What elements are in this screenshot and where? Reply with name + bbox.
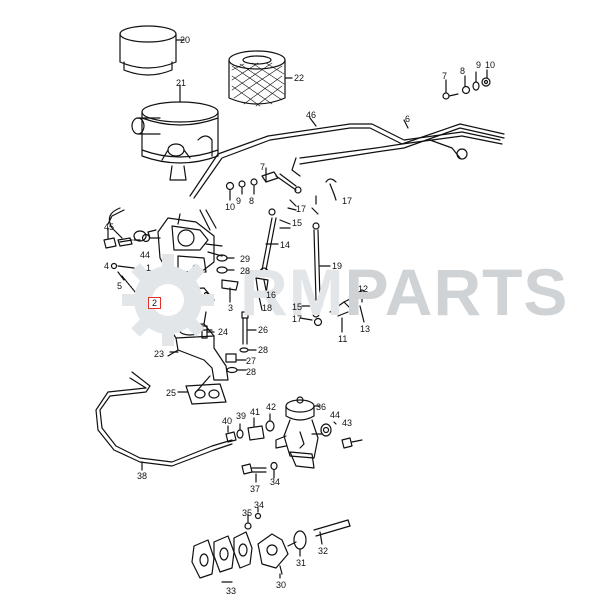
callout-40: 40 [222, 416, 233, 426]
pump-fasteners-part [320, 421, 363, 449]
callout-41: 41 [250, 407, 261, 417]
callout-13: 13 [360, 324, 371, 334]
callout-7: 7 [442, 71, 448, 81]
callout-29: 29 [240, 254, 251, 264]
spacer-fasteners-part [244, 507, 262, 530]
fuel-line-part [95, 371, 233, 471]
callout-28b: 28 [258, 345, 269, 355]
callout-6: 6 [405, 114, 411, 124]
callout-37: 37 [250, 484, 261, 494]
callout-39: 39 [236, 411, 247, 421]
callout-1: 1 [146, 263, 152, 273]
callout-18: 18 [262, 303, 273, 313]
air-cleaner-housing-part [131, 84, 219, 181]
top-right-fasteners-part [442, 69, 491, 100]
callout-4: 4 [104, 261, 110, 271]
manifold-gasket-part [177, 383, 227, 405]
callout-42: 42 [266, 402, 277, 412]
callout-9b: 9 [236, 196, 242, 206]
callout-34b: 34 [254, 500, 265, 510]
callout-12: 12 [358, 284, 369, 294]
callout-10b: 10 [225, 202, 236, 212]
pump-stud-part [241, 461, 278, 483]
callout-19: 19 [332, 261, 343, 271]
callout-30: 30 [276, 580, 287, 590]
callout-44: 44 [140, 250, 151, 260]
mounting-bolt-part [225, 311, 257, 374]
callout-33: 33 [226, 586, 237, 596]
callout-27: 27 [246, 356, 257, 366]
callout-38: 38 [137, 471, 148, 481]
callout-35: 35 [242, 508, 253, 518]
watermark-brand-b: PARTS [344, 255, 569, 329]
callout-15b: 15 [292, 302, 303, 312]
callout-5: 5 [117, 281, 123, 291]
watermark-brand-a: RM [240, 255, 345, 329]
callout-23: 23 [154, 349, 165, 359]
callout-3: 3 [228, 303, 234, 313]
lever-linkage-part [329, 289, 365, 333]
pump-gaskets-part [191, 531, 253, 583]
connecting-rod-part [259, 208, 291, 277]
callout-11: 11 [338, 334, 348, 344]
carburetor-jet-part [103, 227, 151, 249]
callout-22: 22 [294, 73, 305, 83]
callout-9a: 9 [476, 60, 482, 70]
callout-32: 32 [318, 546, 329, 556]
callout-17c: 17 [292, 314, 303, 324]
fuel-pump-part [275, 396, 323, 469]
fuel-fitting-part [225, 413, 275, 443]
carb-small-parts [216, 254, 269, 311]
throttle-rod-part [189, 117, 505, 199]
callout-7b: 7 [260, 162, 266, 172]
callout-21: 21 [176, 78, 187, 88]
callout-28a: 28 [240, 266, 251, 276]
callout-46: 46 [306, 110, 317, 120]
callout-45: 45 [104, 222, 115, 232]
pump-intermediate-flange-part [257, 519, 351, 579]
accelerator-rod-part [299, 222, 331, 327]
callout-20: 20 [180, 35, 191, 45]
callout-8a: 8 [460, 66, 466, 76]
filter-element-part [228, 50, 293, 107]
callout-34a: 34 [270, 477, 281, 487]
linkage-fasteners-part [225, 167, 337, 215]
callout-2-highlighted[interactable]: 2 [148, 297, 162, 309]
callout-24: 24 [218, 327, 229, 337]
callout-44b: 44 [330, 410, 341, 420]
air-filter-cap-part [119, 25, 185, 76]
callout-43: 43 [342, 418, 353, 428]
callout-26: 26 [258, 325, 269, 335]
callout-16: 16 [266, 290, 277, 300]
callout-17a: 17 [342, 196, 353, 206]
watermark-logo: RMPARTS [240, 254, 568, 330]
callout-25: 25 [166, 388, 177, 398]
callout-15a: 15 [292, 218, 303, 228]
callout-8b: 8 [249, 196, 255, 206]
gear-watermark-icon [122, 254, 214, 346]
callout-17b: 17 [296, 204, 307, 214]
manifold-stud-part [201, 325, 215, 339]
callout-36: 36 [316, 402, 327, 412]
callout-31: 31 [296, 558, 307, 568]
callout-28c: 28 [246, 367, 257, 377]
callout-14: 14 [280, 240, 291, 250]
callout-10a: 10 [485, 60, 496, 70]
